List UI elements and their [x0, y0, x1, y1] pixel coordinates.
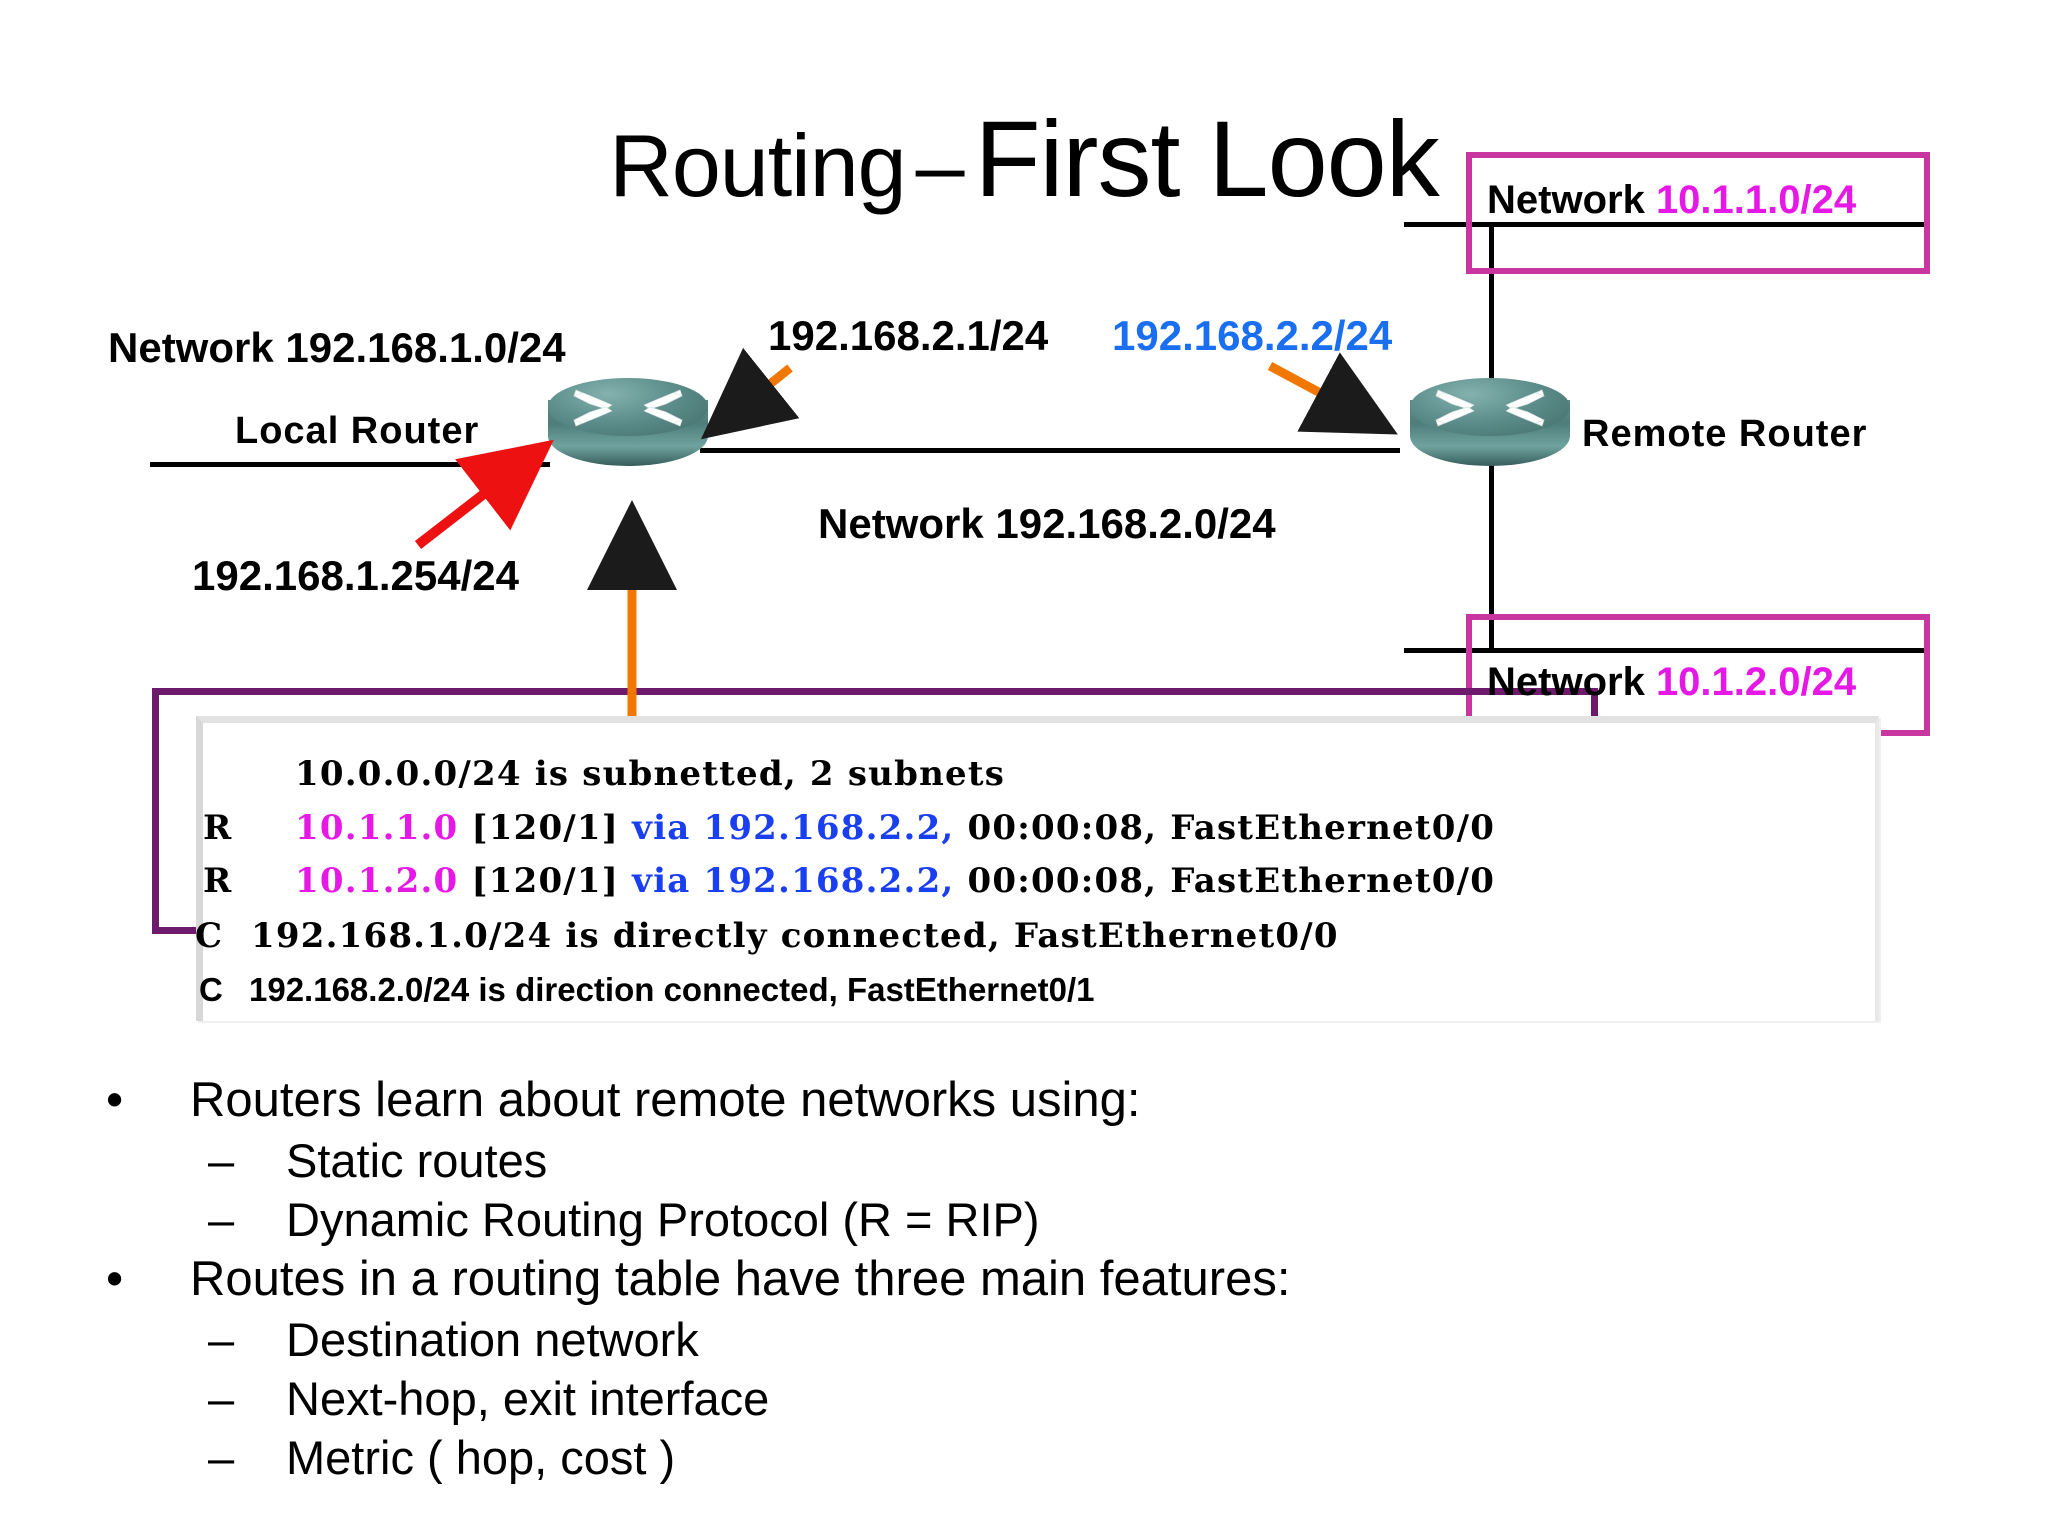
- routing-table-row: R 10.1.2.0 [120/1] via 192.168.2.2, 00:00…: [203, 864, 1495, 898]
- bullet-marker: •: [106, 1073, 124, 1127]
- arrow-to-remote-interface: [1267, 352, 1398, 435]
- bullet-marker: •: [106, 1252, 124, 1306]
- bullet-marker: –: [208, 1193, 235, 1246]
- bullet-item-6: – Next-hop, exit interface: [96, 1375, 1596, 1422]
- bottom-right-network-prefix: Network: [1487, 660, 1645, 704]
- rt-line5-text: 192.168.2.0/24 is direction connected, F…: [249, 971, 1095, 1008]
- bullet-text: Dynamic Routing Protocol (R = RIP): [286, 1193, 1040, 1246]
- middle-network-label: Network 192.168.2.0/24: [818, 500, 1276, 547]
- highlight-box-network-10-1-1-0: [1466, 152, 1930, 274]
- routing-table-row: C 192.168.1.0/24 is directly connected, F…: [195, 919, 1339, 953]
- top-right-lan-line: [1404, 222, 1924, 227]
- top-right-network-label: Network 10.1.1.0/24: [1487, 180, 1856, 220]
- rt-line3-network: 10.1.2.0: [295, 861, 459, 901]
- bullet-text: Static routes: [286, 1134, 548, 1187]
- top-right-network-prefix: Network: [1487, 178, 1645, 222]
- bullet-item-1: • Routers learn about remote networks us…: [96, 1076, 1596, 1125]
- rt-line1-text: 10.0.0.0/24 is subnetted, 2 subnets: [295, 754, 1006, 794]
- local-router-icon: [548, 378, 722, 488]
- remote-router-icon: [1410, 378, 1584, 488]
- bullet-marker: –: [208, 1134, 235, 1187]
- title-dash: –: [915, 116, 965, 215]
- routing-table-row: 10.0.0.0/24 is subnetted, 2 subnets: [295, 757, 1005, 791]
- bullet-marker: –: [208, 1313, 235, 1366]
- bullet-text: Routers learn about remote networks usin…: [190, 1073, 1141, 1127]
- remote-router-label: Remote Router: [1582, 413, 1868, 455]
- link-ip-left-label: 192.168.2.1/24: [768, 312, 1049, 359]
- local-router-ip-label: 192.168.1.254/24: [192, 552, 519, 599]
- bullet-text: Next-hop, exit interface: [286, 1372, 770, 1425]
- rt-line3-tail: 00:00:08, FastEthernet0/0: [967, 861, 1496, 901]
- rt-line4-text: 192.168.1.0/24 is directly connected, Fa…: [251, 916, 1339, 956]
- bullet-list: • Routers learn about remote networks us…: [96, 1076, 1596, 1493]
- rt-line3-metric: [120/1]: [471, 861, 620, 901]
- bullet-text: Routes in a routing table have three mai…: [190, 1252, 1291, 1306]
- bottom-right-lan-line: [1404, 648, 1924, 653]
- bullet-item-5: – Destination network: [96, 1316, 1596, 1363]
- rt-line2-tail: 00:00:08, FastEthernet0/0: [967, 808, 1496, 848]
- router-arrows-icon: [573, 389, 683, 427]
- bullet-item-3: – Dynamic Routing Protocol (R = RIP): [96, 1196, 1596, 1243]
- routing-table-row: R 10.1.1.0 [120/1] via 192.168.2.2, 00:00…: [203, 811, 1495, 845]
- bullet-text: Destination network: [286, 1313, 699, 1366]
- routing-table-row: C 192.168.2.0/24 is direction connected, …: [199, 973, 1095, 1006]
- rt-line5-code: C: [199, 971, 223, 1008]
- rt-line2-code: R: [203, 808, 233, 848]
- middle-link-line: [700, 448, 1400, 453]
- bullet-item-2: – Static routes: [96, 1137, 1596, 1184]
- title-part-2: First Look: [974, 98, 1440, 219]
- bullet-item-4: • Routes in a routing table have three m…: [96, 1255, 1596, 1304]
- bullet-marker: –: [208, 1372, 235, 1425]
- rt-line4-code: C: [195, 916, 224, 956]
- local-router-label: Local Router: [235, 410, 480, 452]
- arrow-to-local-interface: [700, 347, 800, 440]
- rt-line3-code: R: [203, 861, 233, 901]
- bullet-text: Metric ( hop, cost ): [286, 1431, 676, 1484]
- router-arrows-icon: [1435, 389, 1545, 427]
- bottom-right-network-label: Network 10.1.2.0/24: [1487, 662, 1856, 702]
- bullet-item-7: – Metric ( hop, cost ): [96, 1434, 1596, 1481]
- page-title: Routing–First Look: [0, 96, 2048, 221]
- rt-line2-metric: [120/1]: [471, 808, 620, 848]
- title-part-1: Routing: [609, 116, 906, 215]
- bottom-right-network-value: 10.1.2.0/24: [1655, 660, 1857, 704]
- routing-table-panel: 10.0.0.0/24 is subnetted, 2 subnets R 10.…: [195, 716, 1879, 1021]
- bullet-marker: –: [208, 1431, 235, 1484]
- left-network-label: Network 192.168.1.0/24: [108, 324, 566, 371]
- link-ip-right-label: 192.168.2.2/24: [1112, 312, 1393, 359]
- left-lan-line: [150, 462, 550, 467]
- top-right-network-value: 10.1.1.0/24: [1655, 178, 1857, 222]
- rt-line2-via: via 192.168.2.2,: [632, 808, 955, 848]
- rt-line3-via: via 192.168.2.2,: [632, 861, 955, 901]
- rt-line2-network: 10.1.1.0: [295, 808, 459, 848]
